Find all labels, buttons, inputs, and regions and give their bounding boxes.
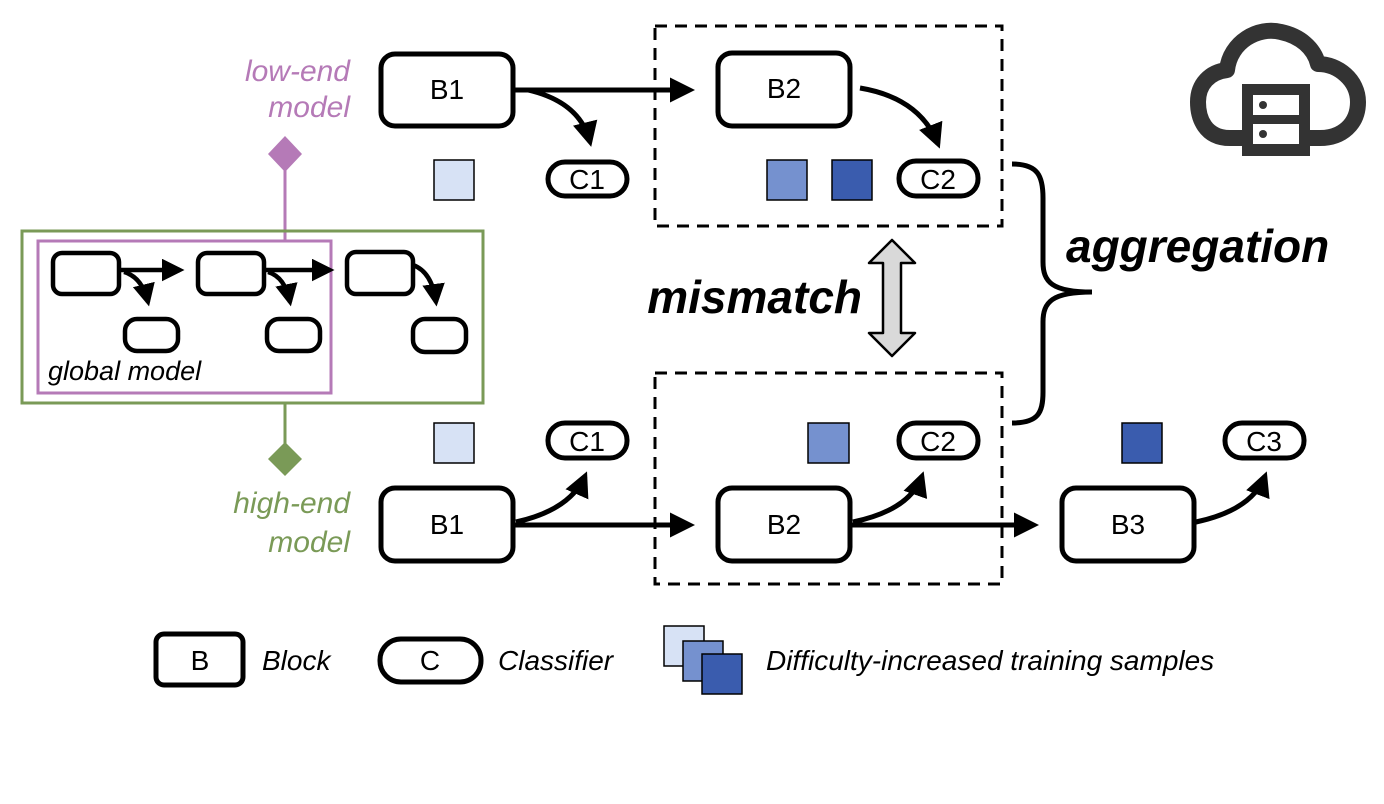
high-end-arrow-b2-c2 [852,471,928,525]
low-end-b1-text: B1 [430,74,464,105]
legend: B Block C Classifier Difficulty-increase… [153,625,1214,695]
cloud-server-icon [1190,22,1366,156]
low-end-block-b1: B1 [378,51,516,129]
high-end-c1-text: C1 [569,426,605,457]
low-end-classifier-c1: C1 [545,159,630,199]
low-end-sample-mid [766,159,808,201]
high-end-block-b2: B2 [715,485,853,564]
low-end-b2-text: B2 [767,73,801,104]
high-end-sample-dark [1121,422,1163,464]
high-end-block-b1: B1 [378,485,516,564]
legend-block-label: Block [262,645,332,676]
low-end-mismatch-box [653,24,1004,228]
mismatch-label: mismatch [647,271,862,323]
low-end-c2-text: C2 [920,164,956,195]
high-end-sample-mid [807,422,850,464]
legend-samples-label: Difficulty-increased training samples [766,645,1214,676]
low-end-arrow-b2-c2 [859,85,943,149]
high-end-global-outline [20,229,485,405]
high-end-c3-text: C3 [1246,426,1282,457]
legend-block-symbol: B [153,631,246,688]
high-end-b2-text: B2 [767,509,801,540]
low-end-global-outline [36,239,333,395]
legend-samples-icon [663,625,743,695]
low-end-label-line1: low-end [245,55,351,88]
high-end-label-line1: high-end [233,487,351,520]
high-end-c2-text: C2 [920,426,956,457]
high-end-classifier-c1: C1 [545,420,630,461]
low-end-diamond [268,136,302,172]
global-model-blocks [50,249,469,355]
aggregation-label: aggregation [1066,220,1329,272]
legend-classifier-label: Classifier [498,645,615,676]
low-end-classifier-c2: C2 [896,158,981,199]
high-end-b3-text: B3 [1111,509,1145,540]
high-end-diamond [268,442,302,476]
mismatch-double-arrow [867,238,917,358]
high-end-block-b3: B3 [1059,485,1197,564]
global-model-label: global model [48,356,202,386]
high-end-sample-light [433,422,475,464]
high-end-mismatch-box [653,371,1004,586]
low-end-arrow-b1-c1 [527,87,598,147]
legend-classifier-symbol: C [377,636,484,685]
legend-block-symbol-text: B [191,645,210,676]
low-end-sample-light [433,159,475,201]
legend-classifier-symbol-text: C [420,645,440,676]
high-end-classifier-c3: C3 [1222,420,1307,461]
aggregation-brace [1011,161,1093,426]
low-end-sample-dark [831,159,873,201]
low-end-c1-text: C1 [569,164,605,195]
low-end-label-line2: model [268,91,351,124]
high-end-arrow-b1-c1 [515,471,589,525]
low-end-block-b2: B2 [715,50,853,129]
high-end-classifier-c2: C2 [896,420,981,461]
high-end-label-line2: model [268,526,351,559]
high-end-arrow-b3-c3 [1195,471,1270,525]
high-end-b1-text: B1 [430,509,464,540]
